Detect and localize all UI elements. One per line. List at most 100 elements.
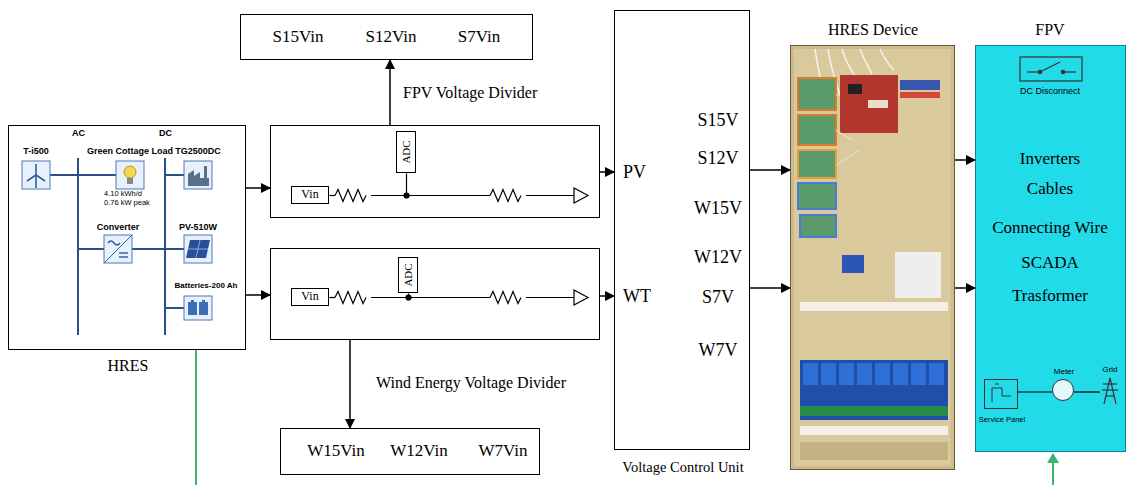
dc-disconnect-switch — [1038, 70, 1041, 73]
node-text: W15Vin — [307, 442, 365, 461]
hres-bus-line — [50, 174, 78, 176]
service-panel-icon — [995, 384, 999, 385]
fpv-panel: FPVDC DisconnectInvertersCablesConnectin… — [975, 45, 1126, 452]
device-photo — [790, 45, 955, 470]
node-text: S12Vin — [366, 28, 417, 47]
adc-box: ADC — [398, 257, 418, 293]
hres-bus-line — [78, 174, 116, 176]
node-text: DC Disconnect — [1020, 87, 1080, 97]
green-link-line — [1052, 462, 1054, 485]
device-photo — [790, 45, 955, 470]
node-text: Cables — [1027, 180, 1073, 199]
resistor-circuit — [335, 190, 366, 202]
service-panel-icon — [992, 384, 1011, 402]
resistor-circuit — [526, 195, 574, 196]
device-photo — [803, 363, 818, 385]
connector-arrow — [955, 287, 975, 289]
device-photo — [798, 150, 836, 178]
connector-arrow — [600, 295, 614, 297]
resistor-circuit — [406, 174, 407, 196]
hres-bus-line — [77, 158, 79, 335]
converter-icon — [104, 235, 132, 263]
node-text: Voltage Control Unit — [622, 460, 743, 476]
hres-bus-line — [165, 174, 184, 176]
load-bulb-icon — [127, 178, 133, 184]
device-photo — [800, 302, 948, 311]
component-label: TG2500DC — [175, 147, 221, 157]
node-text: Meter — [1054, 368, 1074, 377]
dc-disconnect-switch — [1061, 70, 1064, 73]
device-photo — [798, 115, 836, 145]
pv-panel-icon — [184, 235, 212, 263]
converter-icon — [104, 235, 132, 263]
node-text: Wind Energy Voltage Divider — [376, 374, 566, 392]
resistor-circuit — [404, 193, 409, 198]
system-box: HRES — [8, 125, 246, 350]
service-panel-box: Service Panel — [984, 379, 1018, 409]
node-text: FPV — [1035, 21, 1064, 39]
device-photo — [800, 406, 948, 416]
battery-icon — [202, 300, 205, 302]
node-text: W12Vin — [390, 442, 448, 461]
pv-panel-icon — [184, 235, 212, 263]
wind-turbine-icon — [27, 175, 36, 181]
node-text: FPV Voltage Divider — [403, 84, 537, 102]
connector-arrow — [246, 294, 270, 296]
device-photo — [821, 363, 836, 385]
node-text: W12V — [694, 248, 742, 268]
battery-icon — [191, 300, 194, 302]
hres-bus-line — [165, 248, 184, 250]
node-text: Vin — [301, 290, 318, 303]
signal-box: S15VinS12VinS7Vin — [240, 14, 533, 60]
wind-turbine-icon — [35, 175, 37, 188]
resistor-circuit — [330, 174, 589, 306]
resistor-circuit — [406, 295, 411, 300]
connector-arrow — [389, 60, 391, 125]
device-photo — [836, 150, 860, 165]
wind-turbine-icon — [36, 175, 45, 181]
device-photo — [880, 49, 894, 70]
grid-tower-icon — [1104, 378, 1116, 404]
device-photo — [800, 215, 836, 237]
connector-arrow — [750, 169, 790, 171]
battery-icon — [188, 302, 197, 315]
component-label: Green Cottage Load — [87, 147, 173, 157]
device-photo — [857, 363, 872, 385]
wind-turbine-icon — [35, 164, 37, 175]
device-photo — [836, 130, 852, 140]
node-text: Vin — [301, 188, 318, 201]
node-text: Grid — [1102, 366, 1117, 375]
generator-icon — [184, 161, 212, 189]
dc-disconnect-switch — [1020, 57, 1082, 81]
node-text: HRES Device — [828, 21, 918, 39]
device-photo — [839, 363, 854, 385]
battery-icon — [184, 296, 212, 320]
grid-tower-icon — [1102, 389, 1118, 390]
component-label: 4.10 kWh/d — [104, 190, 142, 198]
node-text: S15Vin — [273, 28, 324, 47]
device-photo — [836, 95, 860, 165]
resistor-circuit — [371, 297, 490, 298]
device-photo — [848, 84, 862, 94]
component-label: PV-510W — [179, 223, 217, 233]
fpv-panel-ground — [975, 45, 1126, 452]
resistor-circuit — [330, 195, 336, 196]
node-text: WT — [623, 287, 651, 307]
device-photo — [875, 363, 890, 385]
node-text: HRES — [108, 357, 149, 375]
green-link-line — [1047, 453, 1059, 463]
hres-bus-line — [50, 158, 184, 335]
service-panel-icon — [992, 388, 1011, 402]
signal-box: W15VinW12VinW7Vin — [280, 428, 540, 475]
adc-box: ADC — [396, 131, 416, 173]
battery-icon — [199, 302, 208, 315]
connector-arrow — [600, 171, 614, 173]
converter-icon — [104, 235, 132, 263]
component-label: Converter — [97, 223, 140, 233]
resistor-circuit — [335, 292, 366, 304]
divider-box: Wind Energy Voltage DividerVinADC — [270, 248, 600, 340]
node-text: Inverters — [1020, 150, 1080, 169]
wind-turbine-icon — [22, 161, 50, 189]
connector-arrow — [750, 287, 790, 289]
